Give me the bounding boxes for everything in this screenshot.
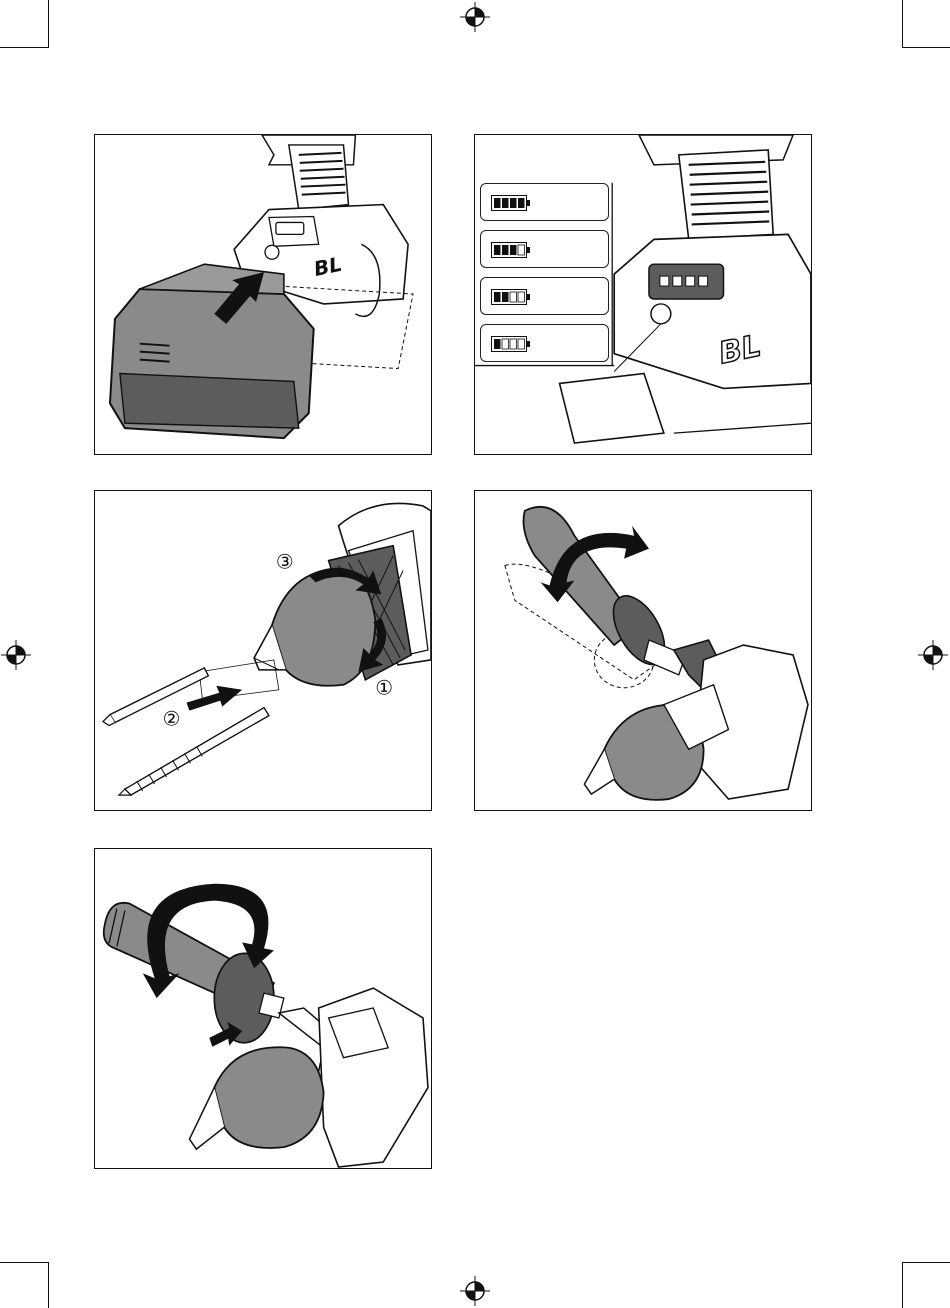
- battery-half-icon: [491, 289, 531, 305]
- crop-mark: [902, 1262, 950, 1263]
- step-2-label: ②: [163, 708, 181, 731]
- side-handle-rotate-illustration: [95, 849, 431, 1168]
- battery-low-icon: [491, 336, 531, 352]
- battery-three-quarter-icon: [491, 242, 531, 258]
- figure-battery-indicator: BL: [474, 134, 812, 455]
- registration-target-icon: [918, 640, 948, 670]
- step-3-label: ③: [276, 551, 294, 574]
- registration-target-icon: [460, 1276, 490, 1306]
- battery-level-4: [480, 183, 609, 221]
- battery-level-1: [480, 324, 609, 362]
- figure-side-handle-attach: [474, 490, 812, 811]
- battery-insertion-illustration: BL: [95, 135, 431, 454]
- crop-mark: [902, 47, 950, 48]
- battery-full-icon: [491, 195, 531, 211]
- crop-mark: [902, 0, 903, 48]
- crop-mark: [48, 1262, 49, 1308]
- battery-level-3: [480, 230, 609, 268]
- battery-level-2: [480, 277, 609, 315]
- figure-side-handle-rotate: [94, 848, 432, 1169]
- chuck-bit-illustration: ③ ① ②: [95, 491, 431, 810]
- insert-arrow-icon: [186, 686, 242, 711]
- figure-battery-insertion: BL: [94, 134, 432, 455]
- crop-mark: [0, 1262, 48, 1263]
- registration-target-icon: [460, 2, 490, 32]
- crop-mark: [0, 47, 48, 48]
- step-1-label: ①: [375, 677, 393, 700]
- figure-bit-insertion: ③ ① ②: [94, 490, 432, 811]
- crop-mark: [902, 1262, 903, 1308]
- side-handle-attach-illustration: [475, 491, 811, 810]
- crop-mark: [48, 0, 49, 48]
- registration-target-icon: [1, 640, 31, 670]
